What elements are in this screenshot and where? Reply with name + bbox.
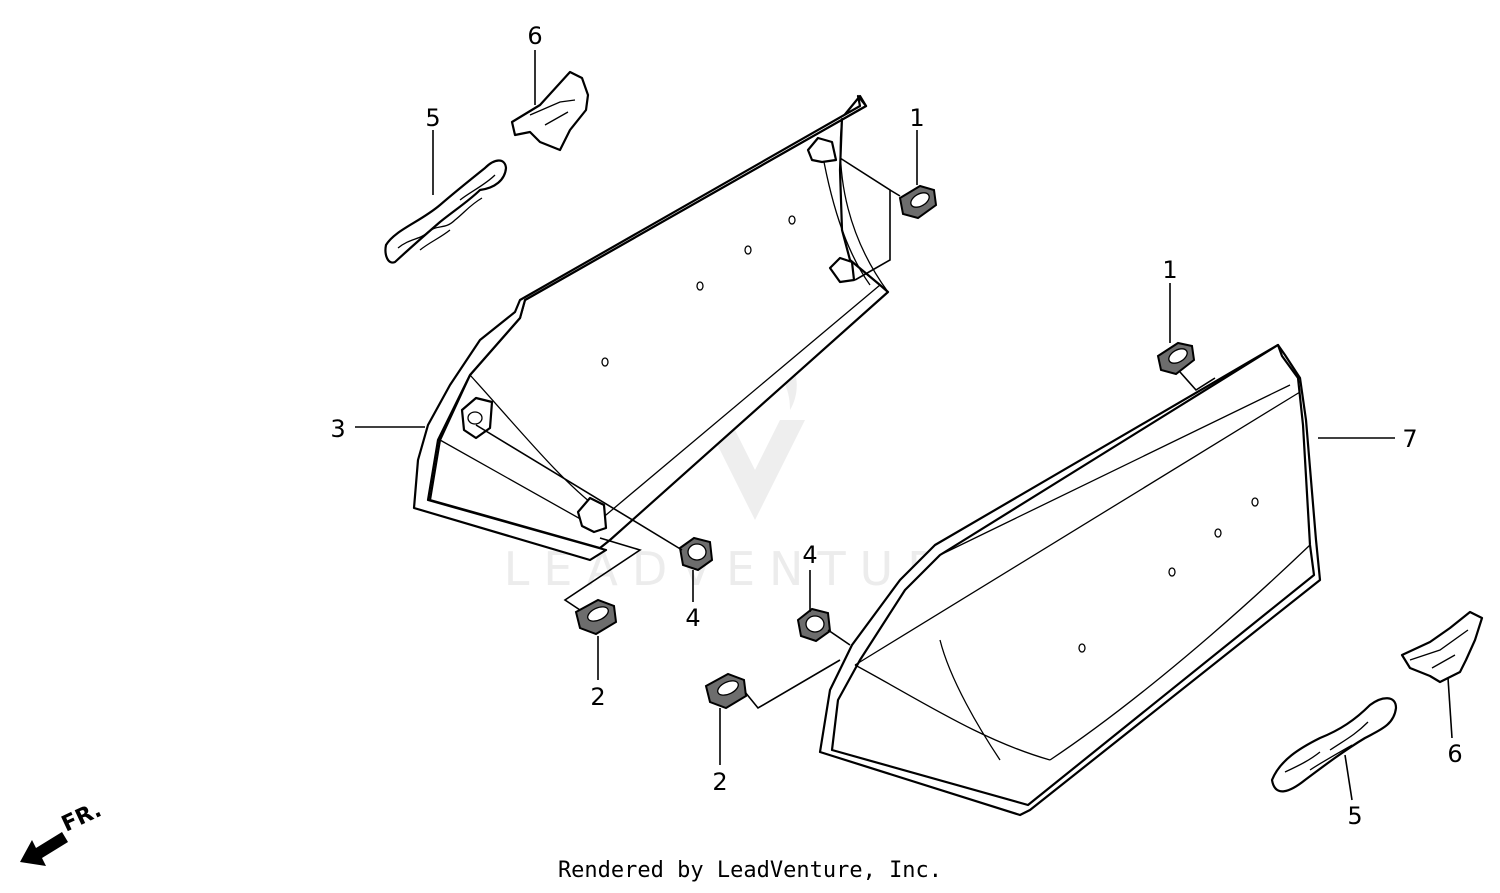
emblem-right-5	[1270, 697, 1398, 793]
grommet-left-2	[574, 598, 618, 636]
callout-left-cover-3: 3	[330, 415, 345, 443]
badge-left-6	[510, 70, 590, 152]
grommet-right-1	[1156, 341, 1196, 376]
callout-left-emblem-5: 5	[425, 104, 440, 132]
callout-right-emblem-5: 5	[1347, 802, 1362, 830]
leader-lines	[355, 50, 1453, 801]
callout-left-grommet-2: 2	[590, 683, 605, 711]
callout-right-badge-6: 6	[1447, 740, 1462, 768]
right-side-cover	[818, 343, 1322, 817]
front-direction-indicator: FR.	[20, 798, 105, 866]
grommet-right-4	[796, 607, 832, 643]
grommet-left-4	[678, 536, 714, 572]
callout-right-grommet-2: 2	[712, 768, 727, 796]
badge-right-6	[1400, 610, 1484, 684]
left-side-cover	[412, 94, 890, 562]
callout-left-grommet-1: 1	[909, 104, 924, 132]
callout-right-cover-7: 7	[1402, 425, 1417, 453]
front-arrow-icon	[20, 832, 68, 866]
callout-left-grommet-4: 4	[685, 604, 700, 632]
grommet-left-1	[898, 184, 938, 220]
callout-left-badge-6: 6	[527, 22, 542, 50]
callouts: 6 5 1 1 3 7 4 4 2 2 5 6	[330, 22, 1462, 830]
grommet-right-2	[704, 672, 748, 710]
callout-right-grommet-1: 1	[1162, 256, 1177, 284]
emblem-left-5	[384, 159, 508, 264]
footer-credit: Rendered by LeadVenture, Inc.	[557, 858, 943, 883]
front-direction-label: FR.	[58, 798, 105, 838]
callout-right-grommet-4: 4	[802, 541, 817, 569]
